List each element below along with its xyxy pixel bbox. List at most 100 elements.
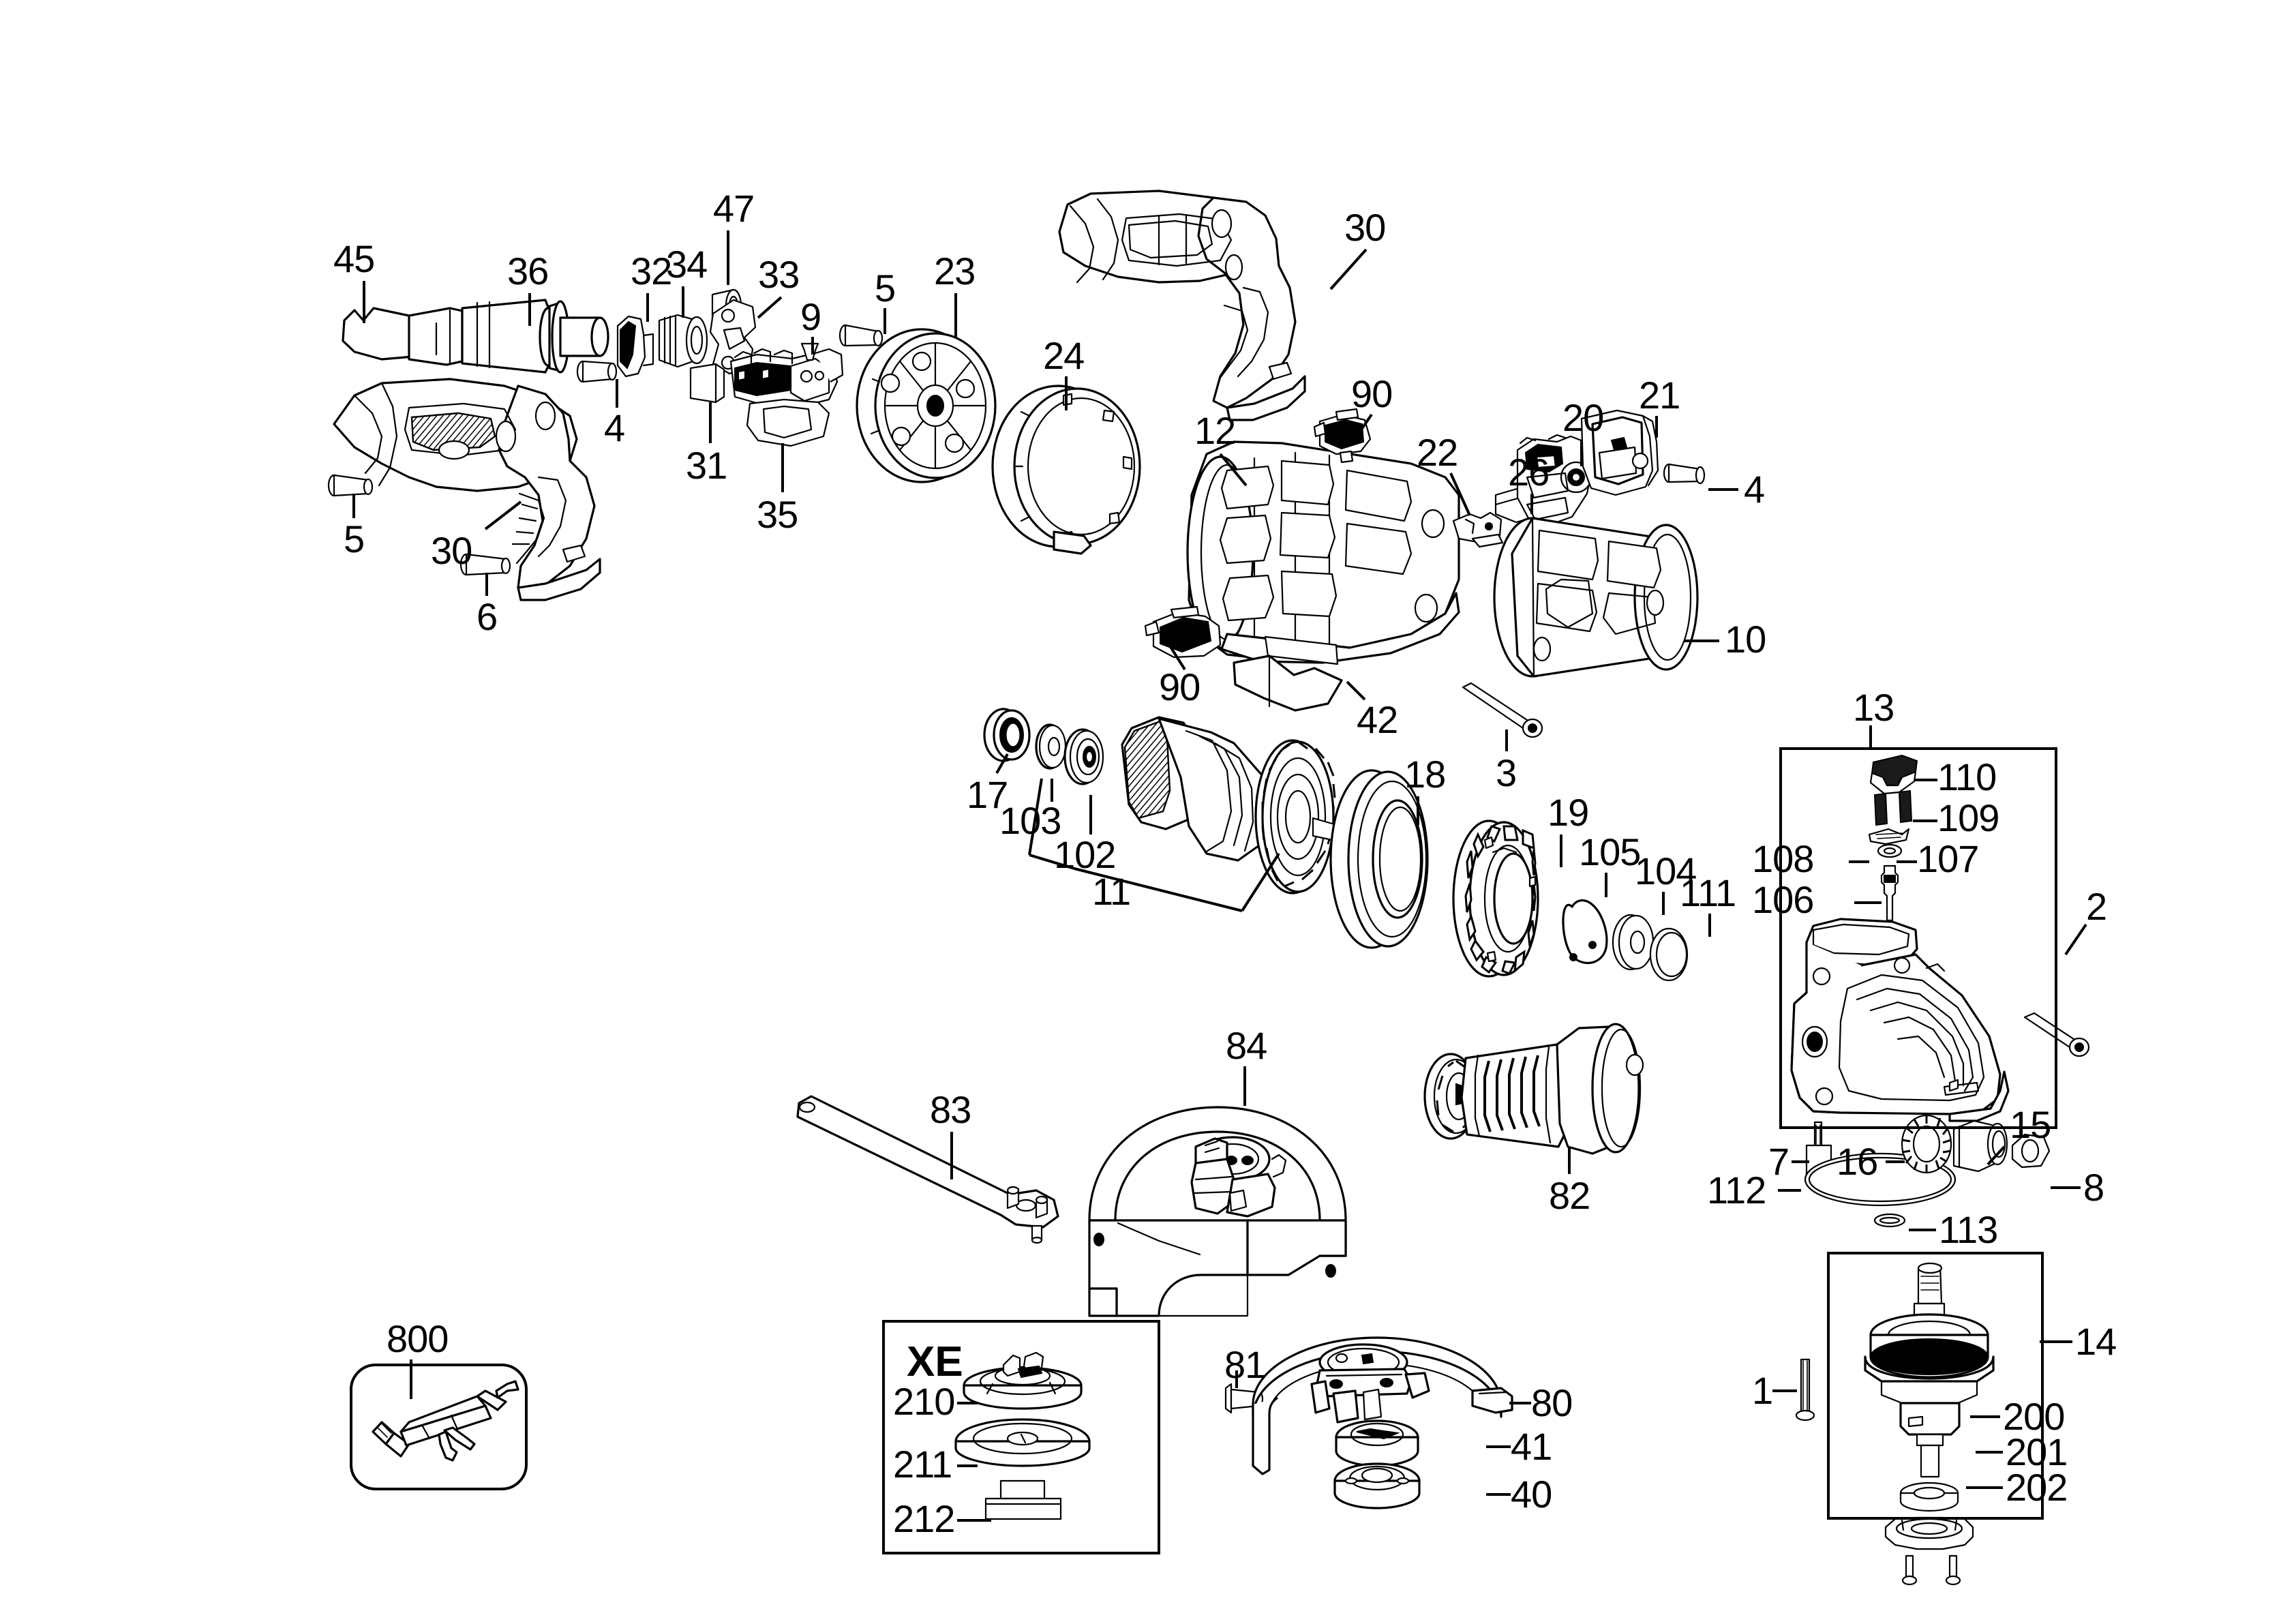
leader-20 [1580,440,1583,466]
callout-26: 26 [1508,451,1550,494]
box-xe-accessories [882,1320,1160,1554]
part-36-handle-shaft [461,299,609,374]
callout-212: 212 [893,1497,955,1540]
leader-5a [883,308,886,334]
part-90-label-plate-top [1313,408,1372,464]
leader-41 [1486,1445,1511,1448]
part-103-washer [1035,723,1067,770]
callout-104: 104 [1635,849,1697,892]
callout-102: 102 [1054,833,1116,876]
callout-81: 81 [1224,1343,1266,1386]
part-202-screw-pair [1901,1554,1961,1586]
leader-107 [1897,860,1917,863]
box-gearcase-13 [1779,747,2057,1129]
leader-13 [1869,725,1872,749]
part-45-side-handle-grip [342,307,464,366]
leader-103 [1051,779,1053,802]
callout-90-bottom: 90 [1159,665,1200,708]
callout-103: 103 [999,799,1061,842]
callout-30-top: 30 [1344,206,1386,249]
part-31-brush-holder-cap [689,363,725,404]
callout-82: 82 [1549,1174,1590,1217]
callout-45: 45 [333,237,375,280]
part-33-bracket [709,299,757,375]
part-111-o-ring [1649,927,1689,982]
callout-5-upper: 5 [875,267,896,310]
leader-30b-diag [484,500,522,530]
part-81-screw [1224,1383,1264,1414]
leader-109 [1913,819,1937,822]
callout-80: 80 [1531,1381,1573,1424]
leader-4b [1708,488,1738,491]
leader-34 [682,286,684,318]
box-grease-gun-800 [350,1364,528,1490]
part-30-handle-housing-right [1058,190,1306,421]
part-104-spacer [1612,914,1655,971]
leader-8 [2051,1186,2081,1189]
leader-26 [1530,494,1533,514]
part-18-magnet-ring [1329,769,1429,949]
part-112-large-o-ring [1804,1152,1957,1207]
callout-10: 10 [1725,618,1766,661]
leader-23 [954,293,957,338]
part-19-stator-core [1452,819,1539,978]
leader-800 [410,1359,412,1399]
callout-84: 84 [1226,1024,1267,1067]
part-32-clamp-half [616,315,654,378]
armature-fan [1254,739,1336,894]
callout-13: 13 [1853,686,1894,729]
leader-81 [1235,1370,1238,1388]
callout-106: 106 [1752,878,1814,921]
callout-12: 12 [1194,409,1236,452]
leader-6 [485,573,488,596]
leader-32 [646,293,649,322]
callout-2: 2 [2086,885,2107,928]
callout-7: 7 [1768,1140,1789,1183]
part-84-guard-assembly [1088,1106,1347,1317]
leader-18 [1417,796,1419,825]
callout-9: 9 [800,295,821,338]
leader-84 [1243,1066,1246,1106]
leader-113 [1909,1229,1936,1231]
callout-22: 22 [1417,431,1458,474]
callout-112: 112 [1707,1169,1766,1212]
callout-111: 111 [1680,871,1736,914]
callout-17: 17 [967,773,1008,816]
part-90-label-plate-bottom [1144,605,1222,659]
callout-47: 47 [713,187,755,230]
leader-201 [1976,1451,2003,1454]
callout-16: 16 [1837,1140,1878,1183]
part-35-switch-assembly [729,348,844,447]
leader-3 [1505,730,1508,751]
leader-31 [709,402,712,443]
leader-45 [363,281,365,323]
part-113-small-o-ring [1873,1213,1906,1228]
part-40-inner-flange [1333,1462,1421,1509]
callout-201: 201 [2006,1430,2068,1473]
callout-24: 24 [1043,334,1085,377]
callout-83: 83 [930,1088,971,1131]
part-80-wire-guard [1252,1336,1513,1475]
leader-12 [1219,453,1248,487]
callout-8: 8 [2083,1166,2104,1209]
callout-21: 21 [1639,374,1680,417]
leader-1 [1772,1389,1797,1392]
callout-41: 41 [1511,1425,1552,1468]
callout-200: 200 [2003,1395,2065,1438]
leader-212 [957,1519,991,1522]
leader-202 [1966,1486,2003,1489]
part-41-outer-flange [1335,1419,1419,1467]
leader-35 [781,443,784,492]
callout-1: 1 [1752,1369,1773,1412]
leader-110 [1914,779,1937,781]
callout-211: 211 [893,1443,952,1486]
leader-2 [2064,923,2087,956]
callout-20: 20 [1562,396,1604,439]
callout-31: 31 [686,444,727,487]
callout-40: 40 [1511,1473,1552,1516]
part-83-spanner-wrench [796,1095,1059,1244]
leader-9 [811,337,814,355]
leader-36 [528,293,531,326]
part-201-inner-flange [1884,1516,1974,1550]
leader-24 [1065,376,1068,410]
